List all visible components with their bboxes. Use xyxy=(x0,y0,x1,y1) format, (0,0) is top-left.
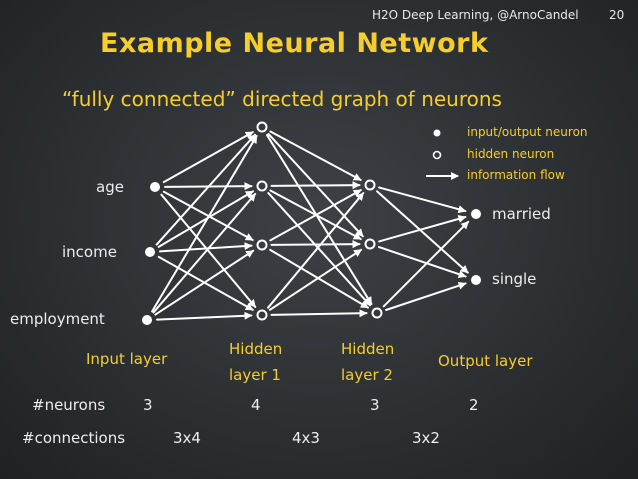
input-neuron-2 xyxy=(142,315,152,325)
edge-input-2-to-hidden1-1 xyxy=(152,192,257,314)
layer-label-hidden1-line2: layer 1 xyxy=(229,366,281,384)
output-label-single: single xyxy=(492,270,537,288)
layer-label-input: Input layer xyxy=(86,350,168,368)
connections-hidden1-hidden2: 4x3 xyxy=(292,429,320,447)
edge-hidden1-0-to-hidden2-0 xyxy=(269,130,362,182)
layer-label-hidden2-line2: layer 2 xyxy=(341,366,393,384)
edge-input-1-to-hidden1-1 xyxy=(157,190,254,248)
edge-hidden1-0-to-hidden2-2 xyxy=(265,134,373,306)
output-neuron-1 xyxy=(471,275,481,285)
input-neuron-0 xyxy=(150,182,160,192)
edge-input-1-to-hidden1-2 xyxy=(158,242,253,253)
neurons-input-count: 3 xyxy=(143,396,153,414)
edge-input-2-to-hidden1-3 xyxy=(155,311,253,321)
edge-input-0-to-hidden1-0 xyxy=(162,131,254,184)
layer-label-hidden1-line1: Hidden xyxy=(229,340,283,358)
neurons-output-count: 2 xyxy=(469,396,479,414)
hidden2-neuron-0 xyxy=(364,179,376,191)
connections-row-label: #connections xyxy=(22,429,126,447)
edge-hidden2-2-to-output-1 xyxy=(385,281,467,311)
edge-hidden1-3-to-hidden2-2 xyxy=(270,309,368,318)
edge-input-2-to-hidden1-2 xyxy=(154,249,255,316)
layer-label-hidden2-line1: Hidden xyxy=(341,340,395,358)
network-nodes xyxy=(142,121,481,325)
connections-input-hidden1: 3x4 xyxy=(173,429,201,447)
edge-input-1-to-hidden1-3 xyxy=(157,255,254,311)
edge-input-0-to-hidden1-3 xyxy=(160,193,257,308)
edge-hidden1-3-to-hidden2-0 xyxy=(267,192,365,309)
edge-hidden2-1-to-output-1 xyxy=(377,246,467,278)
input-neuron-1 xyxy=(145,247,155,257)
slide-subtitle: “fully connected” directed graph of neur… xyxy=(62,87,502,111)
slide-title: Example Neural Network xyxy=(100,28,489,59)
edge-hidden2-2-to-output-0 xyxy=(382,220,470,308)
connections-hidden2-output: 3x2 xyxy=(412,429,440,447)
hidden1-neuron-0 xyxy=(256,121,268,133)
input-label-employment: employment xyxy=(10,310,105,328)
neurons-hidden1-count: 4 xyxy=(251,396,261,414)
hidden2-neuron-2 xyxy=(371,307,383,319)
edge-input-1-to-hidden1-0 xyxy=(155,133,256,246)
output-label-married: married xyxy=(492,205,551,223)
legend-io-label: input/output neuron xyxy=(467,125,588,139)
hidden1-neuron-2 xyxy=(256,239,268,251)
network-edges xyxy=(151,130,470,321)
hidden1-neuron-1 xyxy=(256,180,268,192)
hidden1-neuron-3 xyxy=(256,309,268,321)
output-neuron-0 xyxy=(471,209,481,219)
edge-hidden1-1-to-hidden2-2 xyxy=(267,192,371,307)
input-label-income: income xyxy=(62,243,117,261)
edge-hidden1-2-to-hidden2-1 xyxy=(270,240,361,249)
slide-header: H2O Deep Learning, @ArnoCandel xyxy=(372,8,579,22)
edge-hidden1-1-to-hidden2-0 xyxy=(270,181,361,190)
edge-hidden2-0-to-output-0 xyxy=(378,186,467,214)
edge-hidden1-2-to-hidden2-2 xyxy=(269,248,369,309)
edge-hidden2-0-to-output-1 xyxy=(376,190,469,274)
legend-flow-label: information flow xyxy=(467,168,565,182)
edge-hidden2-1-to-output-0 xyxy=(378,215,467,243)
layer-label-output: Output layer xyxy=(438,352,533,370)
neurons-row-label: #neurons xyxy=(32,396,106,414)
edge-hidden1-2-to-hidden2-0 xyxy=(269,189,362,242)
edge-hidden1-3-to-hidden2-1 xyxy=(268,248,363,311)
page-number: 20 xyxy=(609,8,625,22)
hidden2-neuron-1 xyxy=(364,238,376,250)
legend-hidden-label: hidden neuron xyxy=(467,147,555,161)
neurons-hidden2-count: 3 xyxy=(370,396,380,414)
edge-input-2-to-hidden1-0 xyxy=(151,135,258,313)
legend-io-neuron-icon xyxy=(433,129,441,137)
input-label-age: age xyxy=(96,178,124,196)
legend-hidden-neuron-icon xyxy=(432,150,442,160)
